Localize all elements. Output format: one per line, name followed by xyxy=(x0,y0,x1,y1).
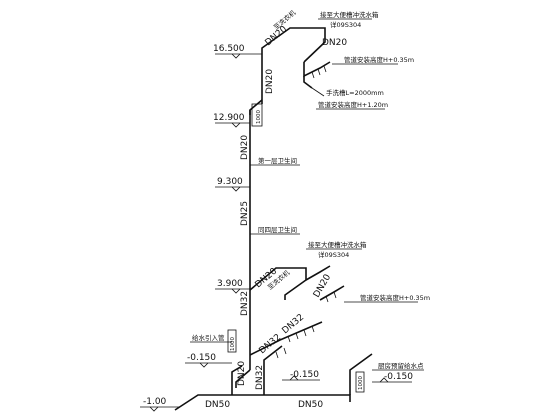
pipe-lower-branch xyxy=(305,265,331,281)
pipe-size-labels: DN20 DN20 DN20 DN20 DN25 DN20 DN20 DN32 … xyxy=(205,24,347,410)
fixture-tick-upper-3 xyxy=(323,65,327,73)
lower-branch xyxy=(305,265,345,303)
elev-tri-m1000 xyxy=(149,406,159,412)
pipe-dn32-mid xyxy=(263,345,283,395)
dn20-riser-mid: DN20 xyxy=(240,135,250,160)
elev-m1000: -1.00 xyxy=(143,397,167,407)
pipe-handwash xyxy=(303,76,313,89)
dim-1000-bottom: 1000 xyxy=(358,376,364,390)
diag-tick-6 xyxy=(283,347,287,355)
upper-branch xyxy=(303,61,331,89)
annotations: 至洗衣机 接至大便槽冲洗水箱 详09S304 管道安装高度H+0.35m 手洗槽… xyxy=(190,8,430,371)
elev-m0150-right: -0.150 xyxy=(384,372,413,382)
dim-1000-upper: 1000 xyxy=(256,110,262,124)
elev-tri-9300 xyxy=(231,186,241,192)
elev-12900: 12.900 xyxy=(213,113,245,123)
pipe-dn32-diag xyxy=(249,321,323,356)
dn20-riser-upper: DN20 xyxy=(265,69,275,94)
diag-tick-1 xyxy=(287,335,291,343)
main-piping xyxy=(174,27,373,411)
elev-9300: 9.300 xyxy=(217,177,243,187)
dn32-diag: DN32 xyxy=(281,312,307,336)
fixture-tick-lower-1 xyxy=(325,295,329,303)
note-supply-pipe: 给水引入管 xyxy=(192,333,225,342)
elev-tri-16500 xyxy=(231,53,241,59)
diag-tick-5 xyxy=(275,351,279,359)
elev-m0150-left: -0.150 xyxy=(187,353,216,363)
note-top-sink-ref: 详09S304 xyxy=(330,20,361,29)
note-top-sink: 接至大便槽冲洗水箱 xyxy=(320,10,379,19)
fixture-tick-upper-1 xyxy=(311,71,315,79)
elev-m0150-mid: -0.150 xyxy=(290,370,319,380)
dn50-left: DN50 xyxy=(205,400,230,410)
elev-tri-12900 xyxy=(231,122,241,128)
fixture-tick-lower-2 xyxy=(333,291,337,299)
dn32-bottom: DN32 xyxy=(255,365,265,390)
pipe-bottom-left-stub xyxy=(231,365,243,395)
note-handwash: 手洗槽L=2000mm xyxy=(326,88,384,97)
pipe-dn50-main xyxy=(174,394,351,411)
elevation-marks: 16.500 12.900 9.300 3.900 -0.150 -0.150 … xyxy=(140,44,413,412)
dn50-right: DN50 xyxy=(298,400,323,410)
diag-tick-2 xyxy=(295,332,299,340)
dim-box-bottom xyxy=(355,371,365,393)
elev-tri-m0150-mid xyxy=(289,375,299,381)
dn20-lower-branch: DN20 xyxy=(312,273,333,300)
elev-3900: 3.900 xyxy=(217,279,243,289)
note-kitchen-point: 厨房预留给水点 xyxy=(378,361,424,370)
dn20-top-branch: DN20 xyxy=(322,38,347,48)
dn20-bottom: DN20 xyxy=(237,361,247,386)
dn32-slant: DN32 xyxy=(258,332,284,356)
dimension-marks: 1000 1000 1000 xyxy=(227,103,365,393)
dn25: DN25 xyxy=(240,201,250,226)
dim-box-upper xyxy=(251,103,263,127)
pipe-dn50-left xyxy=(235,369,251,388)
dn32-riser: DN32 xyxy=(240,291,250,316)
note-fourth-floor-wc: 同四层卫生间 xyxy=(258,225,297,234)
elev-16500: 16.500 xyxy=(213,44,245,54)
pipe-lower-loop xyxy=(249,267,307,300)
note-top-pipe-height: 管道安装高度H+0.35m xyxy=(344,55,414,64)
diag-tick-3 xyxy=(303,329,307,337)
diag-tick-4 xyxy=(311,325,315,333)
note-lower-pipe-height: 管道安装高度H+0.35m xyxy=(360,293,430,302)
dim-box-lower xyxy=(227,329,237,353)
fixture-tick-upper-2 xyxy=(317,68,321,76)
note-first-floor-wc: 第一层卫生间 xyxy=(258,156,297,165)
note-lower-sink: 接至大便槽冲洗水箱 xyxy=(308,240,367,249)
note-lower-sink-ref: 详09S304 xyxy=(318,250,349,259)
diag-fixtures xyxy=(275,325,315,359)
note-handwash-height: 管道安装高度H+1.20m xyxy=(318,100,388,109)
dim-1000-lower: 1000 xyxy=(230,337,236,351)
elev-tri-m0150-right xyxy=(379,377,389,383)
note-handwash-underline xyxy=(311,87,325,97)
pipe-dn50-right-riser xyxy=(349,353,373,395)
elev-tri-m0150-left xyxy=(199,362,209,368)
pipe-upper-branch xyxy=(303,61,331,78)
elev-tri-3900 xyxy=(231,288,241,294)
pipe-top-loop xyxy=(261,27,326,100)
